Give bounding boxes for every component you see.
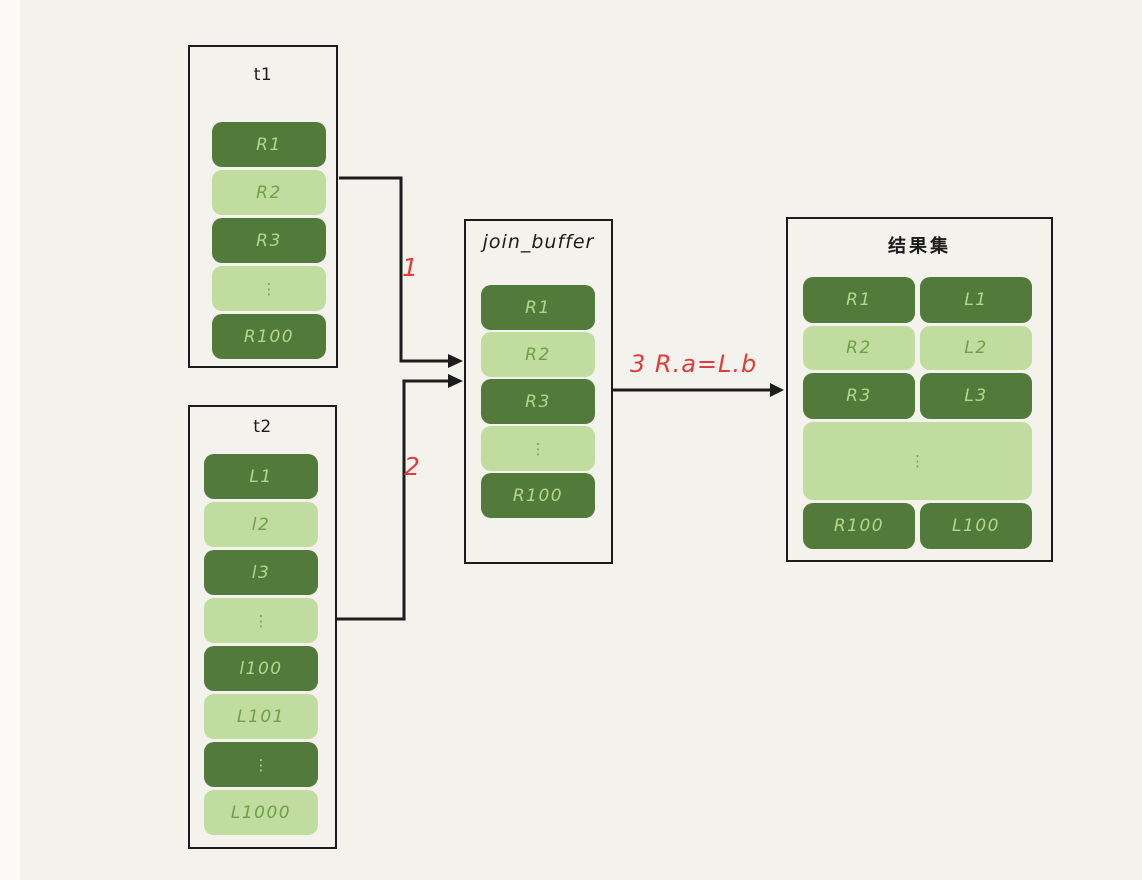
join-buffer-title: join_buffer [482,231,595,253]
table-row: R1 [212,122,326,167]
table-row: R100 [481,473,595,518]
page-margin [0,0,20,880]
result-cell-wide: ⋮ [803,422,1032,500]
table-row: l100 [204,646,318,691]
result-cell-left: R2 [803,326,915,370]
result-cell-right: L3 [920,373,1032,419]
result-set-title: 结果集 [888,236,951,257]
table-row: R100 [212,314,326,359]
table-row-ellipsis: ⋮ [204,742,318,787]
result-set: 结果集 R1 L1 R2 L2 R3 L3 ⋮ R100 L100 [786,217,1053,562]
arrow-t2-to-join-buffer [337,374,463,621]
table-row: R2 [481,332,595,377]
result-row: R3 L3 [803,373,1032,419]
result-set-rows: R1 L1 R2 L2 R3 L3 ⋮ R100 L100 [803,277,1032,549]
result-cell-left: R3 [803,373,915,419]
arrow-join-buffer-to-result [613,383,784,397]
result-cell-right: L100 [920,503,1032,549]
join-buffer-rows: R1 R2 R3 ⋮ R100 [481,285,595,518]
step3-condition-label: 3 R.a=L.b [630,350,758,378]
table-t1-rows: R1 R2 R3 ⋮ R100 [212,122,326,359]
table-row: L1000 [204,790,318,835]
table-t2-title: t2 [253,417,272,437]
table-row: R3 [212,218,326,263]
table-t2: t2 L1 l2 l3 ⋮ l100 L101 ⋮ L1000 [188,405,337,849]
result-row-ellipsis: ⋮ [803,422,1032,500]
step1-label: 1 [402,253,419,282]
table-row-ellipsis: ⋮ [481,426,595,471]
result-cell-right: L1 [920,277,1032,323]
table-t2-rows: L1 l2 l3 ⋮ l100 L101 ⋮ L1000 [204,454,318,835]
result-cell-left: R1 [803,277,915,323]
table-row: L101 [204,694,318,739]
table-row: R3 [481,379,595,424]
table-row-ellipsis: ⋮ [204,598,318,643]
result-cell-right: L2 [920,326,1032,370]
result-row: R1 L1 [803,277,1032,323]
table-t1-title: t1 [253,65,273,85]
table-t1: t1 R1 R2 R3 ⋮ R100 [188,45,338,368]
table-row: R2 [212,170,326,215]
table-row: l3 [204,550,318,595]
result-row: R2 L2 [803,326,1032,370]
arrow-t1-to-join-buffer [339,176,463,368]
table-row: l2 [204,502,318,547]
table-row-ellipsis: ⋮ [212,266,326,311]
table-row: L1 [204,454,318,499]
table-row: R1 [481,285,595,330]
join-buffer: join_buffer R1 R2 R3 ⋮ R100 [464,219,613,564]
result-row: R100 L100 [803,503,1032,549]
step2-label: 2 [404,452,421,481]
result-cell-left: R100 [803,503,915,549]
